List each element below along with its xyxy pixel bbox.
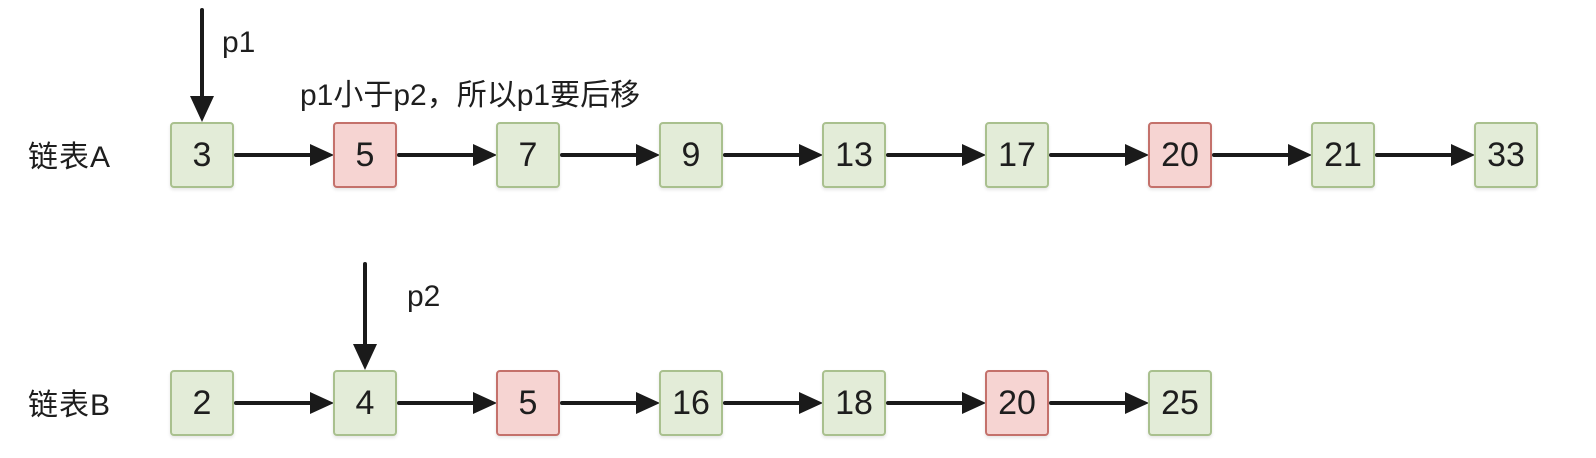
list-label: 链表A: [28, 141, 112, 175]
next-pointer-arrow: [234, 391, 334, 415]
arrow-line: [723, 153, 804, 157]
list-node: 20: [1148, 122, 1212, 188]
arrow-line: [397, 153, 478, 157]
next-pointer-arrow: [397, 391, 497, 415]
arrow-head: [310, 144, 334, 166]
list-node: 2: [170, 370, 234, 436]
arrow-head: [473, 392, 497, 414]
arrow-head: [473, 144, 497, 166]
step-annotation: p1小于p2，所以p1要后移: [300, 79, 641, 112]
next-pointer-arrow: [1375, 143, 1475, 167]
arrow-line: [723, 401, 804, 405]
list-node: 17: [985, 122, 1049, 188]
arrow-line: [1049, 401, 1130, 405]
next-pointer-arrow: [723, 143, 823, 167]
next-pointer-arrow: [560, 143, 660, 167]
pointer-label: p2: [407, 280, 441, 313]
arrow-head: [310, 392, 334, 414]
arrow-head: [636, 392, 660, 414]
arrow-line: [234, 401, 315, 405]
list-label: 链表B: [28, 389, 112, 423]
next-pointer-arrow: [723, 391, 823, 415]
list-node: 21: [1311, 122, 1375, 188]
arrow-line: [560, 153, 641, 157]
next-pointer-arrow: [397, 143, 497, 167]
next-pointer-arrow: [1049, 391, 1149, 415]
arrow-head: [353, 344, 377, 370]
arrow-line: [886, 401, 967, 405]
next-pointer-arrow: [1212, 143, 1312, 167]
pointer-arrow: [351, 262, 379, 370]
arrow-head: [1451, 144, 1475, 166]
arrow-head: [799, 392, 823, 414]
list-node: 33: [1474, 122, 1538, 188]
arrow-line: [363, 262, 367, 352]
list-node: 4: [333, 370, 397, 436]
next-pointer-arrow: [886, 143, 986, 167]
list-node: 13: [822, 122, 886, 188]
list-node: 7: [496, 122, 560, 188]
arrow-line: [397, 401, 478, 405]
arrow-head: [190, 96, 214, 122]
arrow-head: [636, 144, 660, 166]
arrow-line: [886, 153, 967, 157]
list-node: 5: [496, 370, 560, 436]
list-node: 25: [1148, 370, 1212, 436]
arrow-line: [1375, 153, 1456, 157]
list-node: 16: [659, 370, 723, 436]
list-node: 20: [985, 370, 1049, 436]
next-pointer-arrow: [886, 391, 986, 415]
arrow-head: [1125, 392, 1149, 414]
arrow-line: [234, 153, 315, 157]
arrow-line: [560, 401, 641, 405]
arrow-head: [1125, 144, 1149, 166]
list-node: 5: [333, 122, 397, 188]
arrow-line: [1212, 153, 1293, 157]
next-pointer-arrow: [1049, 143, 1149, 167]
arrow-head: [962, 392, 986, 414]
list-node: 9: [659, 122, 723, 188]
arrow-head: [799, 144, 823, 166]
next-pointer-arrow: [560, 391, 660, 415]
next-pointer-arrow: [234, 143, 334, 167]
arrow-head: [962, 144, 986, 166]
arrow-line: [1049, 153, 1130, 157]
arrow-head: [1288, 144, 1312, 166]
pointer-label: p1: [222, 26, 256, 59]
pointer-arrow: [188, 8, 216, 122]
list-node: 18: [822, 370, 886, 436]
arrow-line: [200, 8, 204, 104]
list-node: 3: [170, 122, 234, 188]
